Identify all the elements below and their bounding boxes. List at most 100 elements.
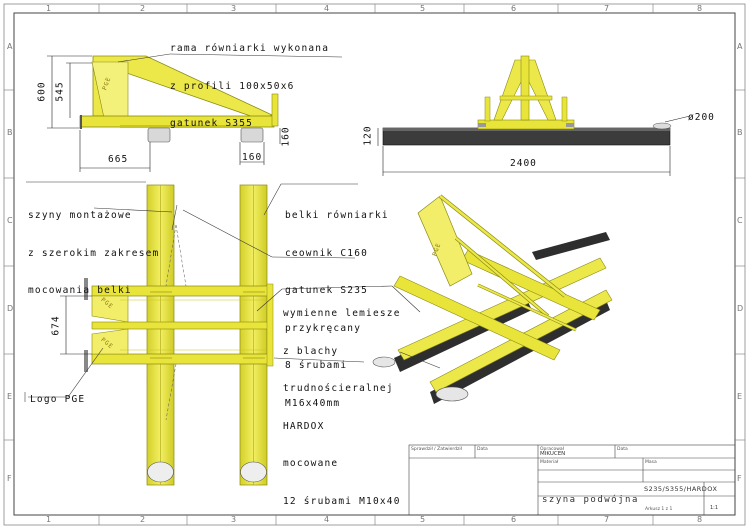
front-beam: [477, 119, 575, 130]
beams-note: belki równiarki ceownik C160 gatunek S23…: [285, 185, 389, 423]
leader-lines: [24, 53, 441, 402]
blades-note-line-3: trudnościeralnej: [283, 383, 394, 394]
rails-note-line-2: z szerokim zakresem: [28, 247, 160, 259]
grid-col-3-top: 3: [231, 4, 237, 13]
tb-header-4: Data: [617, 447, 628, 452]
front-view: [382, 55, 672, 146]
top-gusset-upper: [91, 295, 129, 323]
dim-front-diameter: ø200: [688, 112, 715, 123]
blades-note-line-6: 12 śrubami M10x40: [283, 495, 401, 507]
grid-col-1-bottom: 1: [46, 515, 52, 524]
outer-border: [3, 3, 746, 526]
beams-note-line-5: 8 śrubami: [285, 360, 348, 371]
blades-note-line-1: wymienne lemiesze: [283, 308, 401, 319]
grid-col-7-top: 7: [604, 4, 610, 13]
front-right-post: [561, 96, 568, 122]
blades-note: wymienne lemiesze z blachy trudnościeral…: [283, 283, 401, 521]
grid-row-e-left: E: [7, 392, 13, 401]
logo-note: Logo PGE: [30, 394, 86, 405]
top-view: [84, 184, 274, 486]
iso-wheel-front: [435, 386, 469, 402]
tb-small-note: Arkusz 1 z 1: [645, 507, 673, 512]
isometric-view: [372, 194, 613, 404]
dim-side-foot: 160: [242, 152, 263, 163]
side-wheel-right: [240, 127, 264, 143]
front-left-post: [484, 96, 491, 122]
grid-col-5-top: 5: [420, 4, 426, 13]
rails-note: szyny montażowe z szerokim zakresem moco…: [28, 185, 159, 310]
top-pin-lower: [84, 350, 88, 372]
dim-top-width: 674: [50, 315, 62, 336]
side-wheel-left: [147, 127, 171, 143]
grid-row-c-right: C: [737, 216, 743, 225]
grid-row-f-left: F: [7, 474, 12, 483]
tb-header-3: Opracował: [540, 447, 564, 452]
grid-col-3-bottom: 3: [231, 515, 237, 524]
grid-row-b-right: B: [737, 128, 743, 137]
rail-right-wheel: [240, 461, 267, 483]
blades-note-line-4: HARDOX: [283, 420, 325, 432]
front-blade-edge: [383, 128, 670, 131]
grid-col-2-top: 2: [140, 4, 146, 13]
top-post-right: [266, 283, 274, 367]
grid-col-4-bottom: 4: [324, 515, 330, 524]
beams-note-line-2: ceownik C160: [285, 247, 369, 259]
blades-note-line-2: z blachy: [283, 345, 339, 357]
iso-blade-back: [532, 232, 610, 260]
grid-row-b-left: B: [7, 128, 13, 137]
grid-row-a-left: A: [7, 42, 13, 51]
dim-front-width: 2400: [510, 158, 537, 169]
grid-row-f-right: F: [737, 474, 742, 483]
frame-note-line-1: rama równiarki wykonana: [170, 43, 330, 54]
side-post: [271, 93, 279, 127]
front-mast: [520, 55, 530, 121]
side-dimensions: [47, 55, 281, 172]
grid-ticks: [4, 4, 745, 525]
grid-row-d-left: D: [7, 304, 14, 313]
rail-slots: [150, 291, 265, 359]
tb-title: szyna podwójna: [542, 495, 639, 505]
grid-row-e-right: E: [737, 392, 743, 401]
frame-note-line-3: gatunek S355: [170, 118, 254, 129]
front-dimensions: [377, 115, 691, 176]
grid-col-5-bottom: 5: [420, 515, 426, 524]
frame-note-line-2: z profili 100x50x6: [170, 80, 295, 92]
top-frame-lower: [91, 353, 273, 365]
front-wheel: [652, 122, 672, 130]
rails-note-line-1: szyny montażowe: [28, 210, 132, 221]
iso-mast: [417, 195, 473, 287]
beams-note-line-3: gatunek S235: [285, 285, 369, 296]
grid-row-c-left: C: [7, 216, 13, 225]
grid-col-4-top: 4: [324, 4, 330, 13]
grid-col-7-bottom: 7: [604, 515, 610, 524]
grid-col-2-bottom: 2: [140, 515, 146, 524]
side-rail-slot: [120, 125, 250, 128]
grid-row-a-right: A: [737, 42, 743, 51]
rails-note-line-3: mocowania belki: [28, 285, 132, 296]
dim-height-total: 600: [36, 81, 48, 102]
grid-col-8-top: 8: [697, 4, 703, 13]
side-view: [79, 55, 279, 143]
tb-sheet-info: 1:1: [710, 505, 719, 511]
dim-side-wheel: 160: [280, 126, 292, 147]
title-block: [408, 444, 736, 516]
top-gusset-lower: [91, 328, 129, 355]
rail-left-wheel: [147, 461, 174, 483]
tb-header-5: Materiał: [540, 460, 559, 465]
beams-note-line-6: M16x40mm: [285, 397, 341, 409]
frame-note: rama równiarki wykonana z profili 100x50…: [170, 18, 329, 143]
iso-wheel-left: [372, 356, 396, 368]
inner-border: [13, 12, 736, 516]
grid-col-8-bottom: 8: [697, 515, 703, 524]
dim-height-frame: 545: [54, 81, 66, 102]
hidden-lines: [165, 224, 187, 421]
front-pin-right: [566, 123, 574, 127]
tb-author: MIKUCEN: [540, 451, 566, 457]
beams-note-line-4: przykręcany: [285, 322, 362, 334]
dim-front-height: 120: [362, 125, 374, 146]
tb-material: S235/S355/HARDOX: [644, 485, 718, 493]
tb-header-2: Data: [477, 447, 488, 452]
tb-header-6: Masa: [645, 460, 657, 465]
grid-row-d-right: D: [737, 304, 744, 313]
